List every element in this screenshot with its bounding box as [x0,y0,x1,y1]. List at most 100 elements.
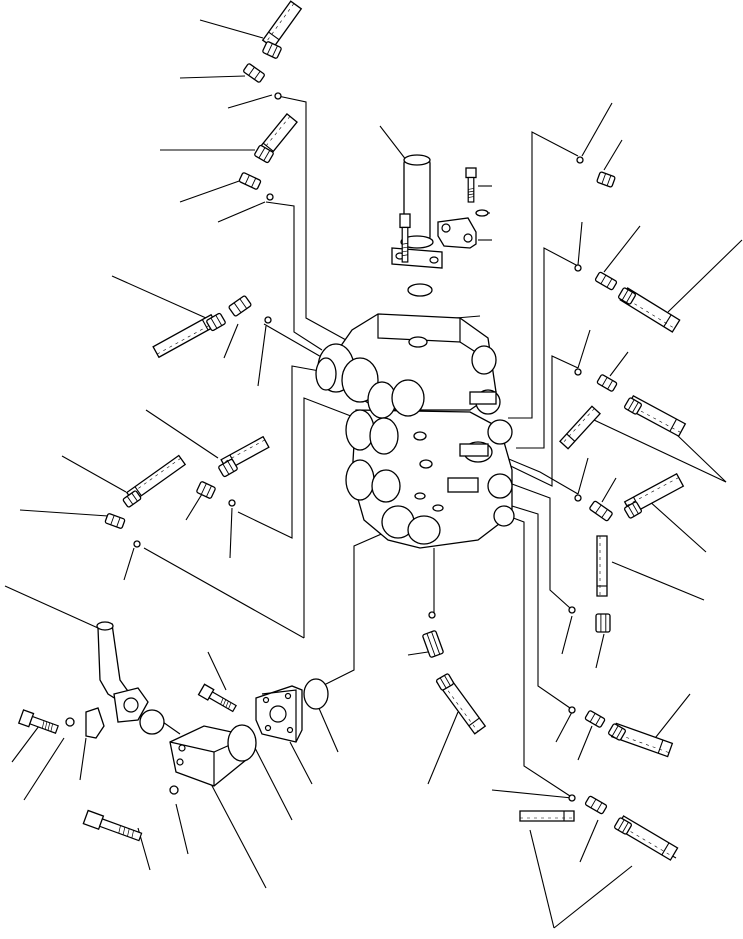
bolt-thread [131,830,134,839]
hose-body [261,0,303,49]
leader-line [145,409,219,459]
bolt-thread [222,699,227,707]
bolt-thread [220,697,224,705]
leader-line [79,737,87,781]
leader-line [427,711,459,785]
fitting [243,63,265,83]
hose [261,0,303,49]
o-ring [133,540,141,548]
bolt-thread [402,250,408,253]
bolt-thread [127,828,130,837]
fitting-hex-edge [595,716,602,726]
fitting [594,271,618,291]
hose-end-band [468,717,480,727]
bolt [82,809,143,842]
routing-line [265,201,323,351]
fitting [218,458,238,478]
fitting-nut [596,374,618,392]
o-ring [228,499,236,507]
split-flange [437,217,477,249]
leader-line [253,745,293,821]
valve-body [315,313,515,549]
bolt-thread [468,196,474,198]
hose [152,313,218,359]
leader-line [257,325,267,387]
hose-end-band [268,31,280,41]
leader-line [179,75,246,79]
fitting [584,710,606,728]
bolt-shank [401,226,409,263]
fitting [122,490,142,508]
fitting-hex-edge [600,274,607,285]
fitting [262,41,282,59]
fitting-hex-edge [627,505,635,517]
bolt-shank [467,176,475,203]
fitting-nut [436,673,454,691]
hose-end-band [669,418,677,432]
fitting-nut [104,513,126,529]
leader-line [217,201,266,223]
hose-body [559,405,601,450]
leader-line [185,493,203,521]
leader-line [651,693,691,743]
fitting [608,723,626,741]
fitting [206,312,226,332]
routing-line [511,505,571,709]
fitting-hex-edge [426,633,436,657]
leader-lines [4,19,743,929]
bolt-thread [402,242,408,245]
leader-line [577,457,589,495]
fitting-nut [254,144,274,164]
fitting-hex-edge [607,380,614,390]
bolt-thread [402,254,408,257]
o-ring [227,724,257,762]
fitting [595,613,611,633]
fitting-nut [218,458,238,478]
o-ring [568,794,576,802]
fitting-hex-edge [210,317,218,329]
routing-line [493,355,579,487]
leader-line [317,705,339,753]
fitting-hex-edge [611,725,619,737]
fitting [596,374,618,392]
fitting [596,171,616,188]
fitting-hex-edge [227,460,235,472]
hose-shading [562,408,595,444]
leader-line [603,225,641,273]
fitting [618,287,636,305]
o-ring [574,368,582,376]
fitting-hex-edge [215,314,223,326]
bolt [197,683,237,713]
o-ring [266,193,274,201]
leader-line [223,323,239,359]
fittings [104,41,642,835]
fitting-nut [594,271,618,291]
fitting-nut [624,501,642,519]
fitting-hex-edge [622,821,629,833]
fitting-nut [589,500,613,522]
fitting-hex-edge [248,66,255,76]
bolt [17,709,59,734]
bolt-shank [29,715,59,734]
leader-line [111,275,207,319]
fitting [584,795,608,815]
leader-line [229,507,233,559]
fitting-hex-edge [601,377,608,387]
hose [596,535,608,597]
hose-body [152,313,218,359]
leader-line [555,711,573,743]
hose-end-band [201,319,209,331]
fitting-hex-edge [606,278,613,288]
leader-line [19,509,109,517]
leader-line [593,419,727,483]
fitting-nut [122,490,142,508]
leader-line [11,721,43,763]
fitting-hex-edge [616,727,623,739]
upper-flange-tube [391,154,443,269]
fitting-nut [595,613,611,633]
leader-line [407,651,429,656]
leader-line [179,179,243,203]
leader-line [491,789,573,799]
